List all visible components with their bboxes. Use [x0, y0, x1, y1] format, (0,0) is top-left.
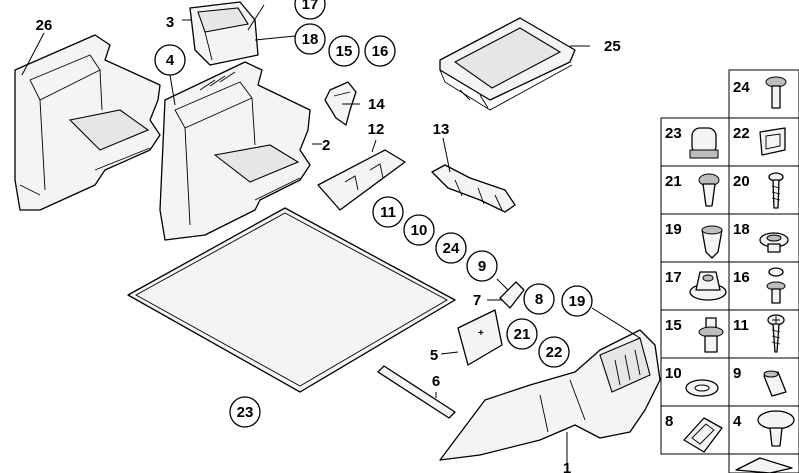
grid-4-label: 4: [733, 413, 742, 430]
part-12-cover: [317, 149, 406, 211]
label-3: 3: [166, 14, 174, 31]
circle-23: 23: [237, 404, 254, 421]
plug-icon: [689, 127, 719, 159]
label-13: 13: [433, 121, 450, 138]
label-1: 1: [563, 460, 571, 473]
circle-8: 8: [535, 291, 543, 308]
grid-19-label: 19: [665, 221, 682, 238]
circle-21: 21: [514, 326, 531, 343]
part-7-clip: [499, 281, 525, 309]
part-6-strip: [377, 365, 456, 419]
screw-icon: [767, 314, 785, 353]
circle-17: 17: [302, 0, 319, 13]
grid-20-label: 20: [733, 173, 750, 190]
cap-nut-icon: [689, 271, 727, 301]
grid-21-label: 21: [665, 173, 682, 190]
grid-23-label: 23: [665, 125, 682, 142]
label-12: 12: [368, 121, 385, 138]
circle-9: 9: [478, 258, 486, 275]
rivet-icon: [698, 317, 724, 353]
svg-text:+: +: [478, 328, 484, 339]
part-14-bracket: [324, 81, 357, 126]
circle-19: 19: [569, 293, 586, 310]
part-25-storage-tray: [439, 17, 576, 111]
grid-9-label: 9: [733, 365, 741, 382]
label-7: 7: [473, 292, 481, 309]
circle-16: 16: [372, 43, 389, 60]
circle-24: 24: [443, 240, 460, 257]
sleeve-icon: [763, 370, 787, 397]
grommet-icon: [759, 232, 789, 253]
part-2-side-trim: [159, 61, 311, 241]
circle-22: 22: [546, 344, 563, 361]
label-2: 2: [322, 137, 330, 154]
clip-icon: [757, 410, 795, 447]
washer-icon: [685, 379, 719, 397]
plain-labels: 26 2 3 14 12 13 25 7 5 6 1: [36, 14, 621, 473]
grid-8-label: 8: [665, 413, 673, 430]
part-13-rail: [431, 164, 516, 213]
circle-4: 4: [166, 52, 175, 69]
circle-10: 10: [411, 222, 428, 239]
circle-11: 11: [380, 204, 396, 221]
label-6: 6: [432, 373, 440, 390]
label-14: 14: [368, 96, 385, 113]
push-pin-icon: [766, 267, 786, 304]
label-25: 25: [604, 38, 621, 55]
grid-11-label: 11: [733, 317, 749, 334]
grid-17-label: 17: [665, 269, 682, 286]
cap-plug-icon: [701, 225, 723, 259]
expanding-rivet-icon: [698, 173, 720, 207]
clip-nut-icon: [759, 127, 786, 156]
circle-18: 18: [302, 31, 319, 48]
grid-16-label: 16: [733, 269, 750, 286]
spring-clip-icon: [683, 417, 723, 453]
grid-24-label: 24: [733, 79, 750, 96]
part-26-left-side-trim: [14, 34, 161, 211]
part-3-storage-pocket: [189, 1, 259, 66]
grid-15-label: 15: [665, 317, 682, 334]
part-23-floor-mat: [127, 207, 456, 393]
grid-18-label: 18: [733, 221, 750, 238]
fastener-grid: 24 23 22 21 20: [660, 69, 799, 473]
screw-icon: [765, 76, 787, 109]
grid-10-label: 10: [665, 365, 682, 382]
grid-22-label: 22: [733, 125, 750, 142]
part-5-cover-plate: +: [457, 309, 503, 366]
label-26: 26: [36, 17, 53, 34]
label-5: 5: [430, 347, 438, 364]
screw-icon: [768, 172, 784, 209]
circle-15: 15: [336, 43, 353, 60]
leader-lines: [21, 4, 641, 464]
circled-labels: 17 18 4 15 16 11 10 24 9 8 19 21 22 23: [154, 0, 593, 428]
part-1-right-side-trim: [439, 329, 661, 461]
